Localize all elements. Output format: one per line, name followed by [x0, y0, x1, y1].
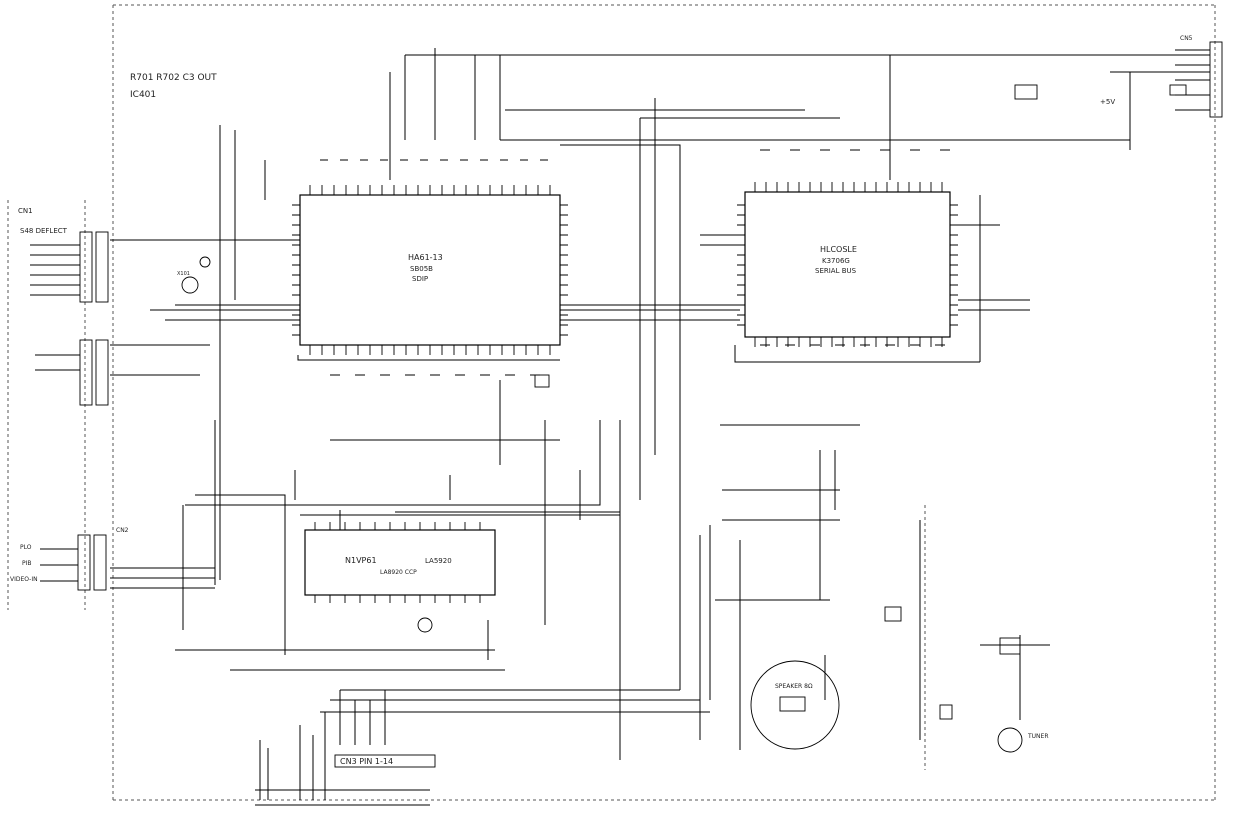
crystal-oscillator: X101	[177, 256, 433, 633]
passive-components	[320, 84, 1187, 720]
ic-right-line1: HLCOSLE	[820, 245, 857, 254]
ic-right-line2: K3706G	[822, 257, 850, 265]
connector-row-1: PLO	[20, 544, 32, 551]
connector-left-bottom-label: CN2	[116, 527, 129, 534]
bottom-connector-label: CN3 PIN 1-14	[340, 757, 393, 766]
ic-bottom-line2: LA5920	[425, 557, 452, 565]
connector-right-top: CN5	[1175, 35, 1223, 118]
connector-right-top-label: CN5	[1180, 35, 1193, 42]
ic-bottom-line1: N1VP61	[345, 556, 377, 565]
ic-bottom: N1VP61 LA5920 LA8920 CCP	[304, 522, 496, 603]
connector-row-3: VIDEO-IN	[10, 576, 38, 583]
crystal-label: X101	[177, 271, 190, 277]
tuner: TUNER	[997, 727, 1049, 753]
ic-main-line2: SB05B	[410, 265, 433, 273]
bottom-connector: CN3 PIN 1-14	[255, 754, 436, 806]
ic-main-line3: SDIP	[412, 275, 428, 283]
ic-right: HLCOSLE K3706G SERIAL BUS	[737, 182, 958, 347]
connector-left-top: CN1 S48 DEFLECT	[18, 207, 109, 406]
connector-left-top-heading: S48 DEFLECT	[20, 227, 68, 235]
connector-left-bottom: CN2 PLO PIB VIDEO-IN	[10, 527, 129, 591]
ic-bottom-line3: LA8920 CCP	[380, 569, 417, 576]
ic-right-line3: SERIAL BUS	[815, 267, 857, 275]
connector-left-top-label: CN1	[18, 207, 33, 215]
ic-main-line1: HA61-13	[408, 253, 443, 262]
power-label: +5V	[1100, 98, 1115, 106]
ic-main: HA61-13 SB05B SDIP	[292, 185, 568, 355]
connector-row-2: PIB	[22, 560, 32, 567]
ref-top-label: R701 R702 C3 OUT	[130, 73, 217, 83]
speaker: SPEAKER 8Ω	[750, 660, 840, 750]
wires	[110, 48, 1210, 800]
ref-mid-label: IC401	[130, 90, 156, 100]
tuner-label: TUNER	[1027, 733, 1049, 740]
board-outline	[7, 4, 1216, 801]
speaker-label: SPEAKER 8Ω	[775, 683, 813, 690]
